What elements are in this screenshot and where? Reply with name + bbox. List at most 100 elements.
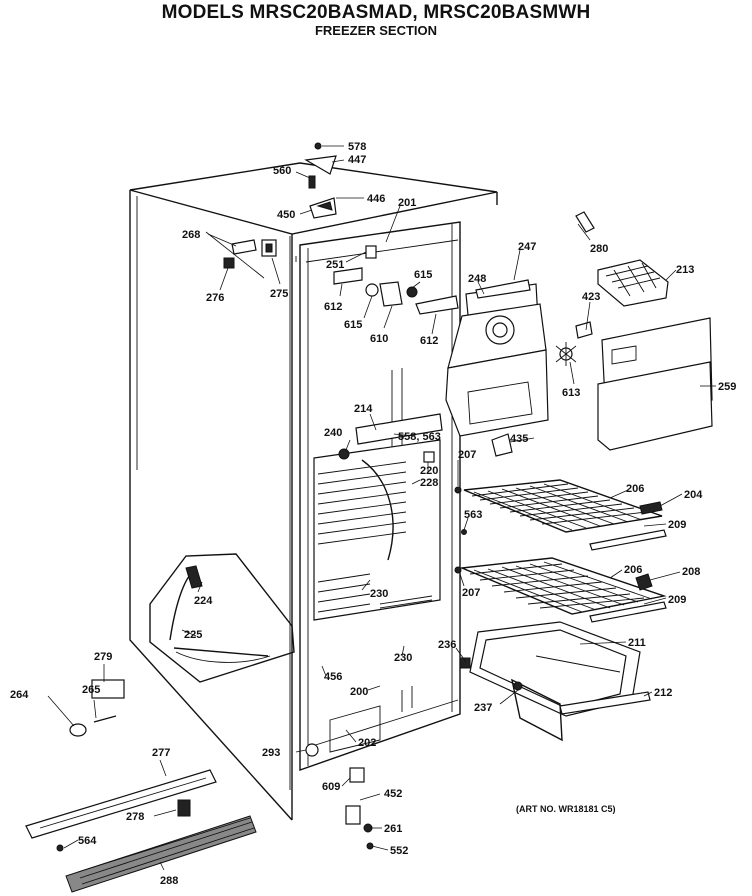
callout-248: 248 [468, 273, 486, 285]
callout-450: 450 [277, 209, 295, 221]
callout-447: 447 [348, 154, 366, 166]
callout-456: 456 [324, 671, 342, 683]
bracket-268 [231, 239, 257, 255]
ice-tray-213 [597, 259, 669, 307]
callout-268: 268 [182, 229, 200, 241]
callout-228: 228 [420, 477, 438, 489]
callout-206-b: 206 [624, 564, 642, 576]
callout-435: 435 [510, 433, 528, 445]
callout-261: 261 [384, 823, 402, 835]
basket-211 [459, 621, 651, 742]
hinge-cover-447 [304, 155, 337, 175]
bracket-236 [459, 657, 471, 669]
duct-247 [475, 279, 531, 299]
evaporator-assembly [313, 439, 441, 621]
retainer-237 [513, 681, 523, 691]
ice-bucket-280 [575, 211, 595, 233]
callout-276: 276 [206, 292, 224, 304]
screw-563 [461, 529, 467, 535]
trim-209a [589, 529, 667, 551]
callout-206-a: 206 [626, 483, 644, 495]
callout-293: 293 [262, 747, 280, 759]
callout-214: 214 [354, 403, 373, 415]
page-subtitle: FREEZER SECTION [314, 23, 438, 38]
callout-251: 251 [326, 259, 344, 271]
callout-265: 265 [82, 684, 100, 696]
callout-225: 225 [184, 629, 202, 641]
callout-213: 213 [676, 264, 694, 276]
trim-209b [589, 601, 667, 623]
screw-578 [314, 142, 322, 150]
callout-259: 259 [718, 381, 736, 393]
drain-pan-area [149, 553, 295, 683]
clip-423 [575, 321, 593, 339]
lower-left-parts [25, 679, 257, 893]
callout-240: 240 [324, 427, 342, 439]
callout-209-a: 209 [668, 519, 686, 531]
knob-615a [365, 283, 379, 297]
stop-208 [635, 573, 653, 591]
callout-279: 279 [94, 651, 112, 663]
clip-609 [349, 767, 365, 783]
callout-201: 201 [398, 197, 416, 209]
roller-293 [305, 743, 319, 757]
pin-265 [93, 715, 117, 723]
top-hinge-parts [304, 142, 337, 219]
grille-288 [65, 815, 257, 893]
callout-207-b: 207 [462, 587, 480, 599]
callout-564: 564 [78, 835, 97, 847]
bracket-612a [333, 267, 363, 285]
wire-shelf-lower [459, 557, 667, 623]
cabinet-body [129, 162, 498, 821]
callout-552: 552 [390, 845, 408, 857]
control-parts [333, 245, 459, 315]
callout-612-b: 612 [420, 335, 438, 347]
roller-264 [69, 723, 87, 737]
callout-615-a: 615 [414, 269, 432, 281]
stud-207b [454, 566, 462, 574]
callout-423: 423 [582, 291, 600, 303]
callout-209-b: 209 [668, 594, 686, 606]
heater-224 [185, 565, 203, 589]
fan-housing [445, 279, 577, 437]
center-parts [338, 413, 513, 574]
callout-230-a: 230 [370, 588, 388, 600]
side-switch-parts [205, 231, 277, 279]
wire-shelf-upper [463, 479, 667, 551]
fastener-240 [338, 448, 350, 460]
damper-435 [491, 433, 513, 457]
switch-278 [177, 799, 191, 817]
callout-288: 288 [160, 875, 178, 887]
stud-207a [454, 486, 462, 494]
clip-276 [223, 257, 235, 269]
hinge-450 [309, 197, 337, 219]
callout-220: 220 [420, 465, 438, 477]
callout-264: 264 [10, 689, 29, 701]
callout-277: 277 [152, 747, 170, 759]
callout-207-a: 207 [458, 449, 476, 461]
clip-204 [639, 501, 663, 515]
callout-610: 610 [370, 333, 388, 345]
callout-247: 247 [518, 241, 536, 253]
callout-200: 200 [350, 686, 368, 698]
thermostat-610 [379, 281, 403, 307]
screw-564 [56, 844, 64, 852]
bracket-279 [91, 679, 125, 699]
screw-251 [365, 245, 377, 259]
screw-560 [308, 175, 316, 189]
callout-452: 452 [384, 788, 402, 800]
callout-558-563: 558, 563 [398, 431, 441, 443]
callout-237: 237 [474, 702, 492, 714]
callout-212: 212 [654, 687, 672, 699]
callout-204: 204 [684, 489, 703, 501]
callout-609: 609 [322, 781, 340, 793]
callout-202: 202 [358, 737, 376, 749]
page-title: MODELS MRSC20BASMAD, MRSC20BASMWH [161, 2, 591, 23]
callout-230-b: 230 [394, 652, 412, 664]
cover-214 [355, 413, 443, 445]
callout-560: 560 [273, 165, 291, 177]
callout-613: 613 [562, 387, 580, 399]
callout-211: 211 [628, 637, 646, 649]
bracket-452 [345, 805, 361, 825]
callout-563: 563 [464, 509, 482, 521]
